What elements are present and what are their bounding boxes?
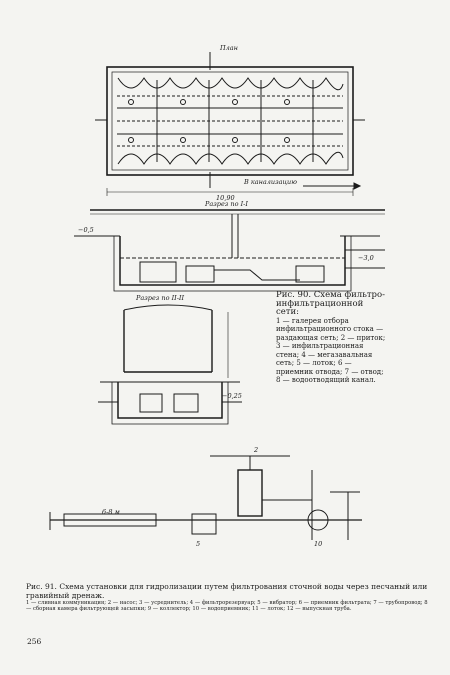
length-label: 6-8 м: [102, 508, 120, 516]
section-side-label: Разрез по II-II: [136, 294, 185, 302]
flow-label: В канализацию: [244, 178, 297, 186]
figure-91-caption: Рис. 91. Схема установки для гидролизаци…: [26, 582, 428, 600]
section-top-label: Разрез по I-I: [205, 200, 248, 208]
fig2-num-10: 10: [314, 540, 323, 548]
figure-90-items: 1 — галерея отбора инфильтрационного сто…: [276, 316, 386, 385]
level-label-3: −0,25: [222, 392, 242, 400]
fig2-num-5: 5: [196, 540, 201, 548]
figure-90-caption: Рис. 90. Схема фильтро-инфильтрационной …: [276, 291, 386, 385]
figure-90-title: Рис. 90. Схема фильтро-инфильтрационной …: [276, 290, 385, 317]
level-label-1: −0,5: [78, 226, 94, 234]
page-number: 256: [27, 637, 42, 646]
level-label-2: −3,0: [358, 254, 374, 262]
plan-label: План: [220, 44, 238, 52]
figure-91-legend: 1 — сливная коммуникация; 2 — насос; 3 —…: [26, 600, 428, 613]
dimension-label: 10,90: [216, 194, 235, 202]
fig2-num-2: 2: [254, 446, 259, 454]
